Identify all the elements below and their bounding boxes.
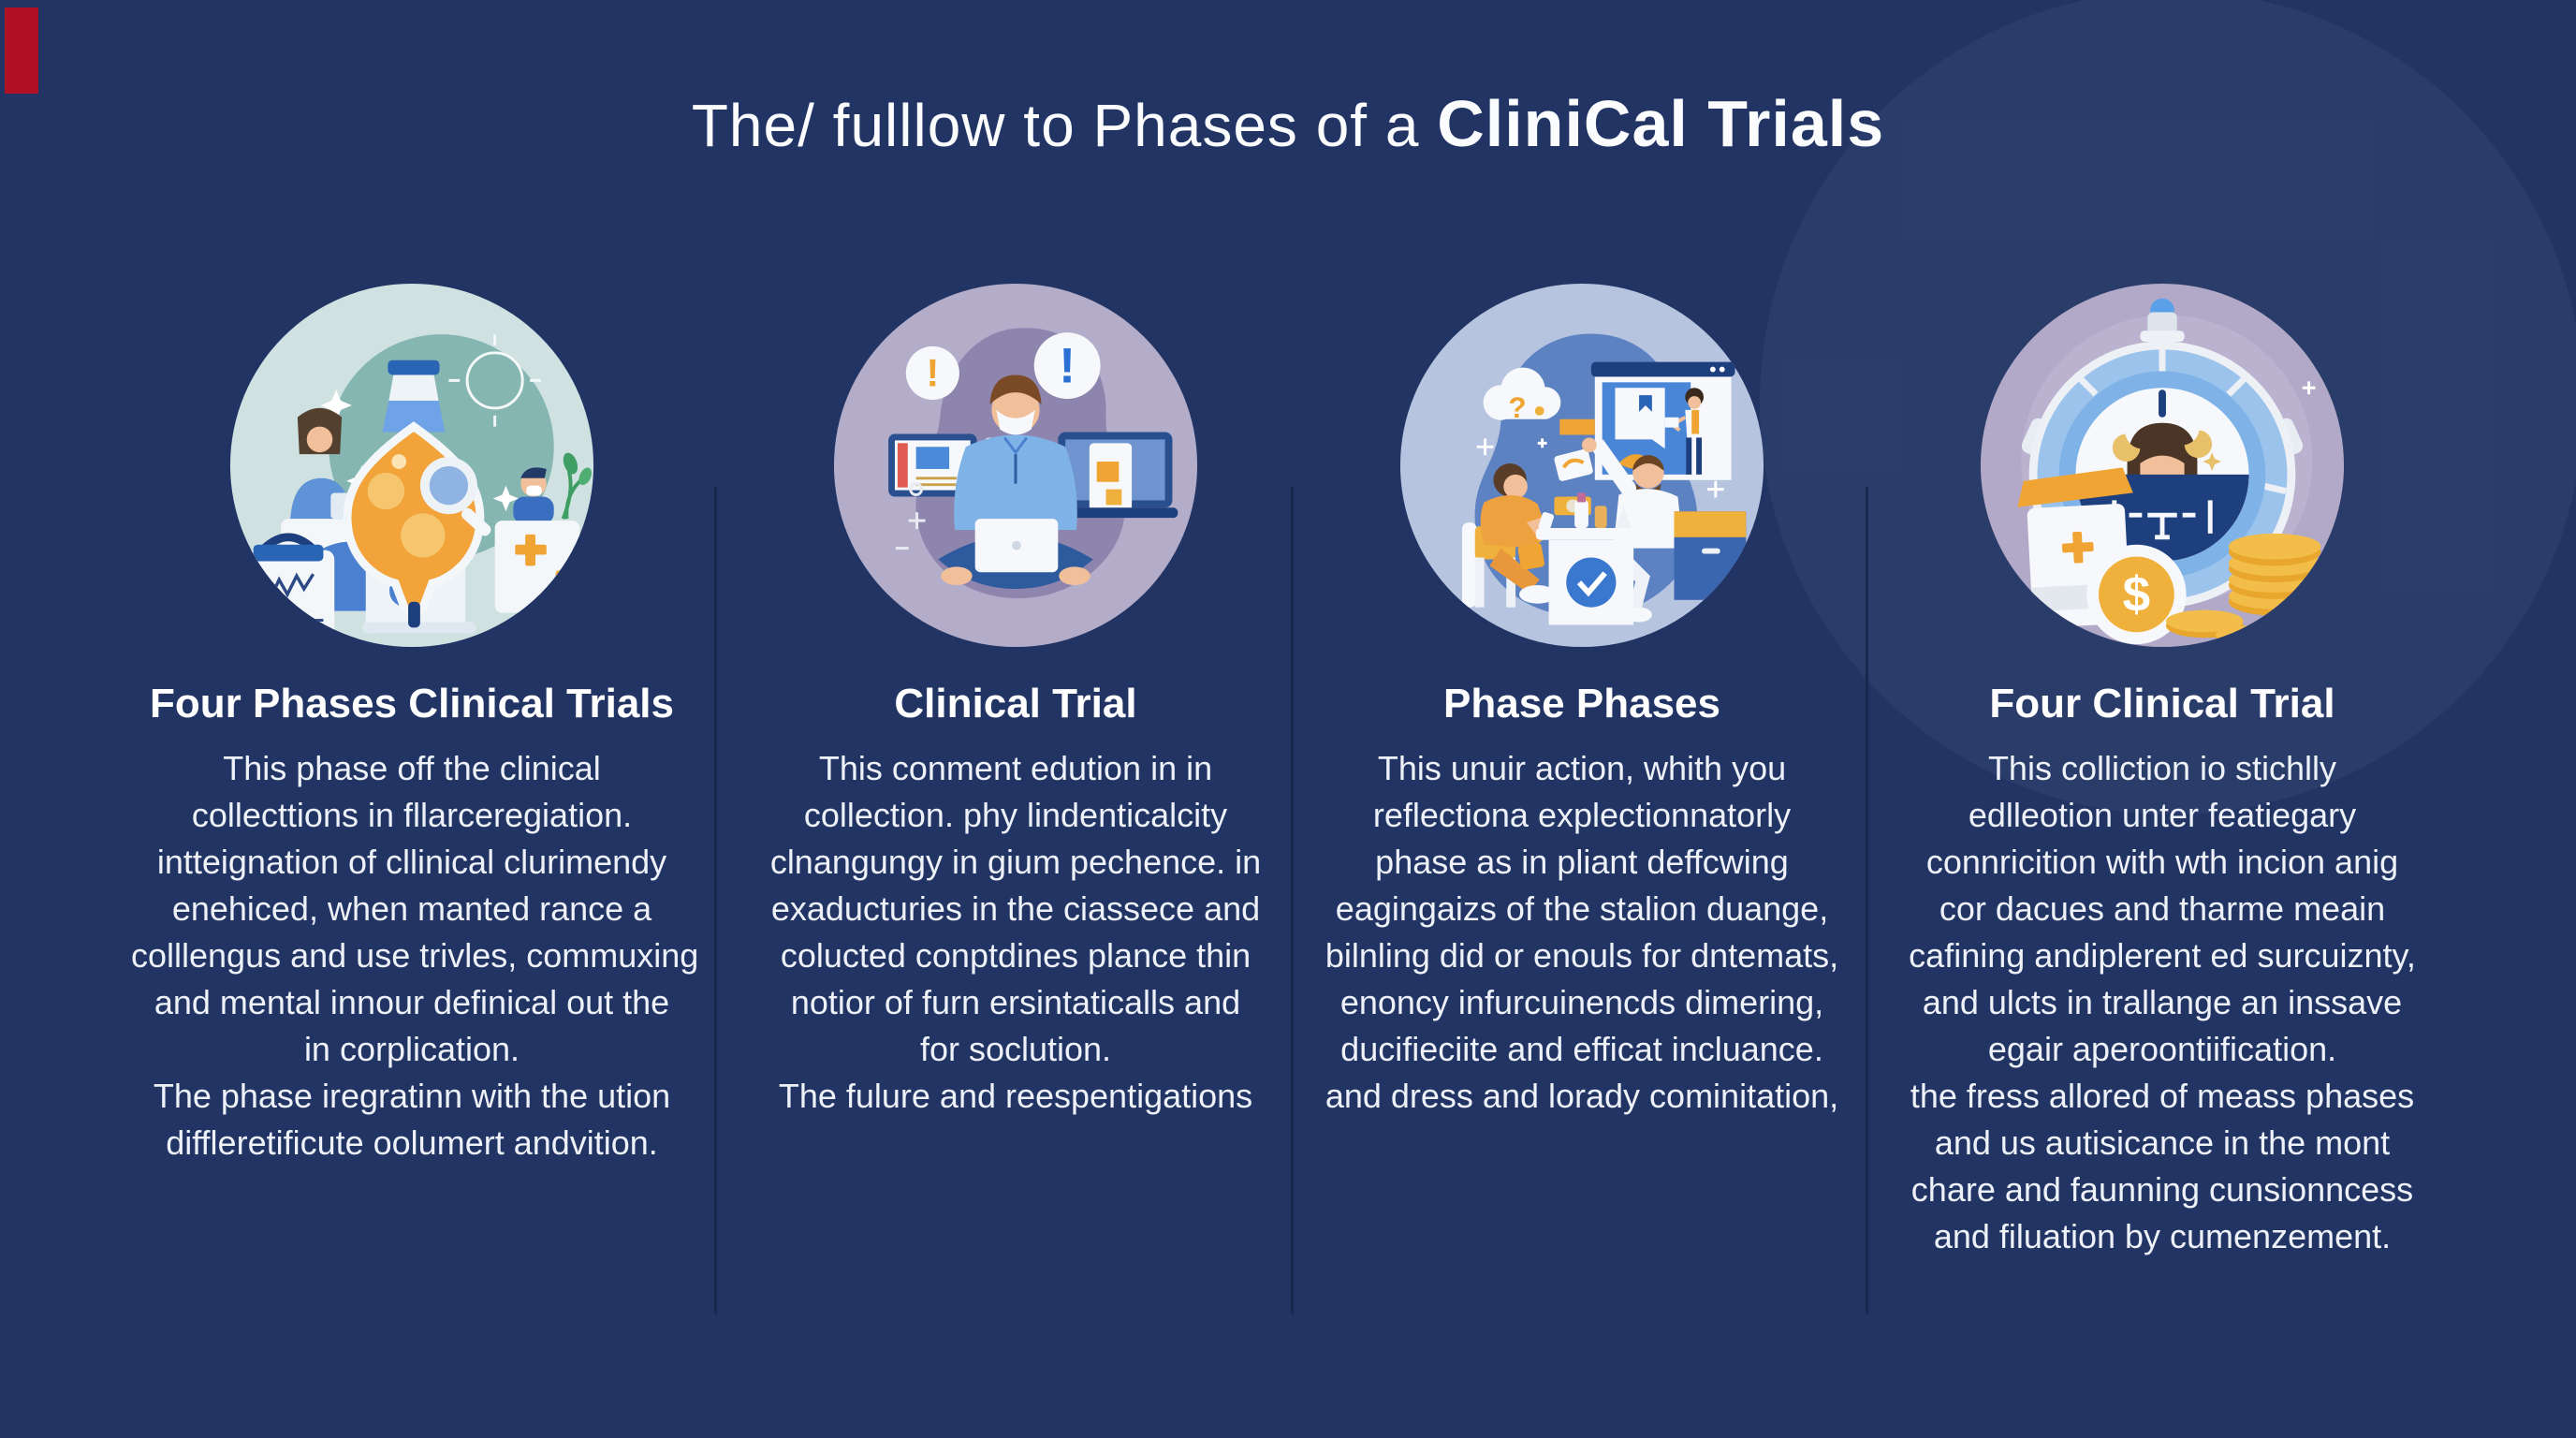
title-regular-text: The/ fulllow to Phases of a — [691, 92, 1438, 159]
text-line: reflectiona explectionnatorly — [1372, 796, 1792, 835]
text-line: The fulure and reespentigations — [778, 1077, 1253, 1116]
alert-blue-icon: ! — [1033, 332, 1101, 400]
time-cost-illustration: $ — [1980, 283, 2345, 648]
text-line: egair aperoontiification. — [1987, 1030, 2337, 1069]
remote-patient-illustration: ! ! — [833, 283, 1198, 648]
sparkle-icon — [1476, 438, 1724, 498]
text-line: and us autisicance in the mont — [1934, 1123, 2391, 1163]
text-line: and mental innour definical out the — [154, 983, 670, 1022]
svg-text:!: ! — [1059, 338, 1076, 393]
text-line: ducifieciite and efficat incluance. — [1340, 1030, 1823, 1069]
text-line: and dress and lorady cominitation, — [1325, 1077, 1839, 1116]
text-line: intteignation of cllinical clurimendy — [156, 843, 667, 882]
text-line: colucted conptdines plance thin — [780, 936, 1251, 976]
svg-text:?: ? — [1508, 390, 1526, 424]
corner-red-mark — [5, 7, 38, 94]
column-phase-3: ? — [1306, 281, 1858, 1120]
sun-icon — [448, 334, 541, 427]
line-chart-clipboard-icon — [242, 533, 335, 648]
text-line: in corplication. — [303, 1030, 520, 1069]
column-phase-1: Four Phases Clinical Trials This phase o… — [131, 281, 699, 1167]
text-line: collection. phy lindenticalcity — [803, 796, 1228, 835]
text-line: chare and faunning cunsionncess — [1910, 1170, 2414, 1210]
text-line: edlleotion unter featiegary — [1968, 796, 2357, 835]
doctor-white-figure — [1582, 437, 1747, 623]
text-line: This unuir action, whith you — [1377, 749, 1787, 788]
text-line: enehiced, when manted rance a — [171, 889, 652, 929]
column-divider-2 — [1291, 487, 1294, 1314]
column-divider-3 — [1866, 487, 1868, 1314]
column-phase-2: ! ! — [739, 281, 1292, 1120]
column-1-heading: Four Phases Clinical Trials — [150, 681, 674, 726]
floating-cards — [1554, 418, 1595, 516]
tablet-icon — [888, 433, 977, 497]
text-line: bilnling did or enouls for dntemats, — [1325, 936, 1839, 976]
patient-head-icon — [2127, 422, 2198, 477]
research-flask-illustration — [229, 283, 594, 648]
svg-text:$: $ — [2123, 567, 2151, 623]
column-phase-4: $ Four Clinical Trial This colliction io… — [1872, 281, 2452, 1260]
text-line: The phase iregratinn with the ution — [153, 1077, 671, 1116]
text-line: This colliction io stichlly — [1987, 749, 2337, 788]
sparkle-icon — [895, 482, 926, 550]
text-line: diffleretificute oolumert andvition. — [166, 1123, 658, 1163]
sparkle-icon — [2302, 381, 2316, 395]
text-line: enoncy infurcuinencds dimering, — [1339, 983, 1824, 1022]
text-line: and filuation by cumenzement. — [1933, 1217, 2392, 1256]
title-bold-text: CliniCal Trials — [1437, 87, 1885, 160]
presenter-figure — [1664, 388, 1705, 475]
text-line: notior of furn ersintaticalls and — [790, 983, 1241, 1022]
text-line: phase as in pliant deffcwing — [1375, 843, 1789, 882]
text-line: colllengus and use trivles, commuxing — [131, 936, 699, 976]
column-4-heading: Four Clinical Trial — [1989, 681, 2335, 726]
column-4-body: This colliction io stichlly edlleotion u… — [1872, 745, 2452, 1260]
column-divider-1 — [714, 487, 717, 1314]
column-3-heading: Phase Phases — [1443, 681, 1720, 726]
text-line: collecttions in fllarceregiation. — [191, 796, 633, 835]
masked-man-with-laptop — [938, 374, 1093, 589]
dollar-coin-icon: $ — [2086, 544, 2187, 645]
column-2-heading: Clinical Trial — [894, 681, 1137, 726]
text-line: exaducturies in the ciassece and — [770, 889, 1261, 929]
magnifier-icon — [419, 457, 491, 536]
page-title: The/ fulllow to Phases of a CliniCal Tri… — [0, 86, 2576, 161]
text-line: This phase off the clinical — [223, 749, 601, 788]
medicine-bottles-icon — [1535, 492, 1675, 540]
column-2-body: This conment edution in in collection. p… — [739, 745, 1292, 1120]
flask-icon — [343, 360, 491, 628]
consultation-illustration: ? — [1399, 283, 1764, 648]
svg-text:!: ! — [926, 351, 939, 394]
column-3-body: This unuir action, whith you reflectiona… — [1306, 745, 1858, 1120]
column-1-body: This phase off the clinical collecttions… — [131, 745, 699, 1167]
alert-orange-icon: ! — [905, 345, 959, 401]
text-line: This conment edution in in — [818, 749, 1213, 788]
question-cloud-icon: ? — [1483, 367, 1561, 424]
text-line: the fress allored of meass phases — [1910, 1077, 2415, 1116]
laptop-clipboard-icon — [1052, 432, 1178, 519]
text-line: for soclution. — [919, 1030, 1112, 1069]
text-line: connricition with wth incion anig — [1925, 843, 2399, 882]
text-line: clnangungy in gium pechence. in — [769, 843, 1262, 882]
patient-orange-figure — [1461, 463, 1557, 608]
text-line: and ulcts in trallange an inssave — [1922, 983, 2403, 1022]
check-circle-icon — [1517, 539, 1634, 625]
text-line: cor dacues and tharme meain — [1939, 889, 2386, 929]
text-line: cafining andiplerent ed surcuiznty, — [1909, 936, 2416, 976]
text-line: eagingaizs of the stalion duange, — [1335, 889, 1829, 929]
